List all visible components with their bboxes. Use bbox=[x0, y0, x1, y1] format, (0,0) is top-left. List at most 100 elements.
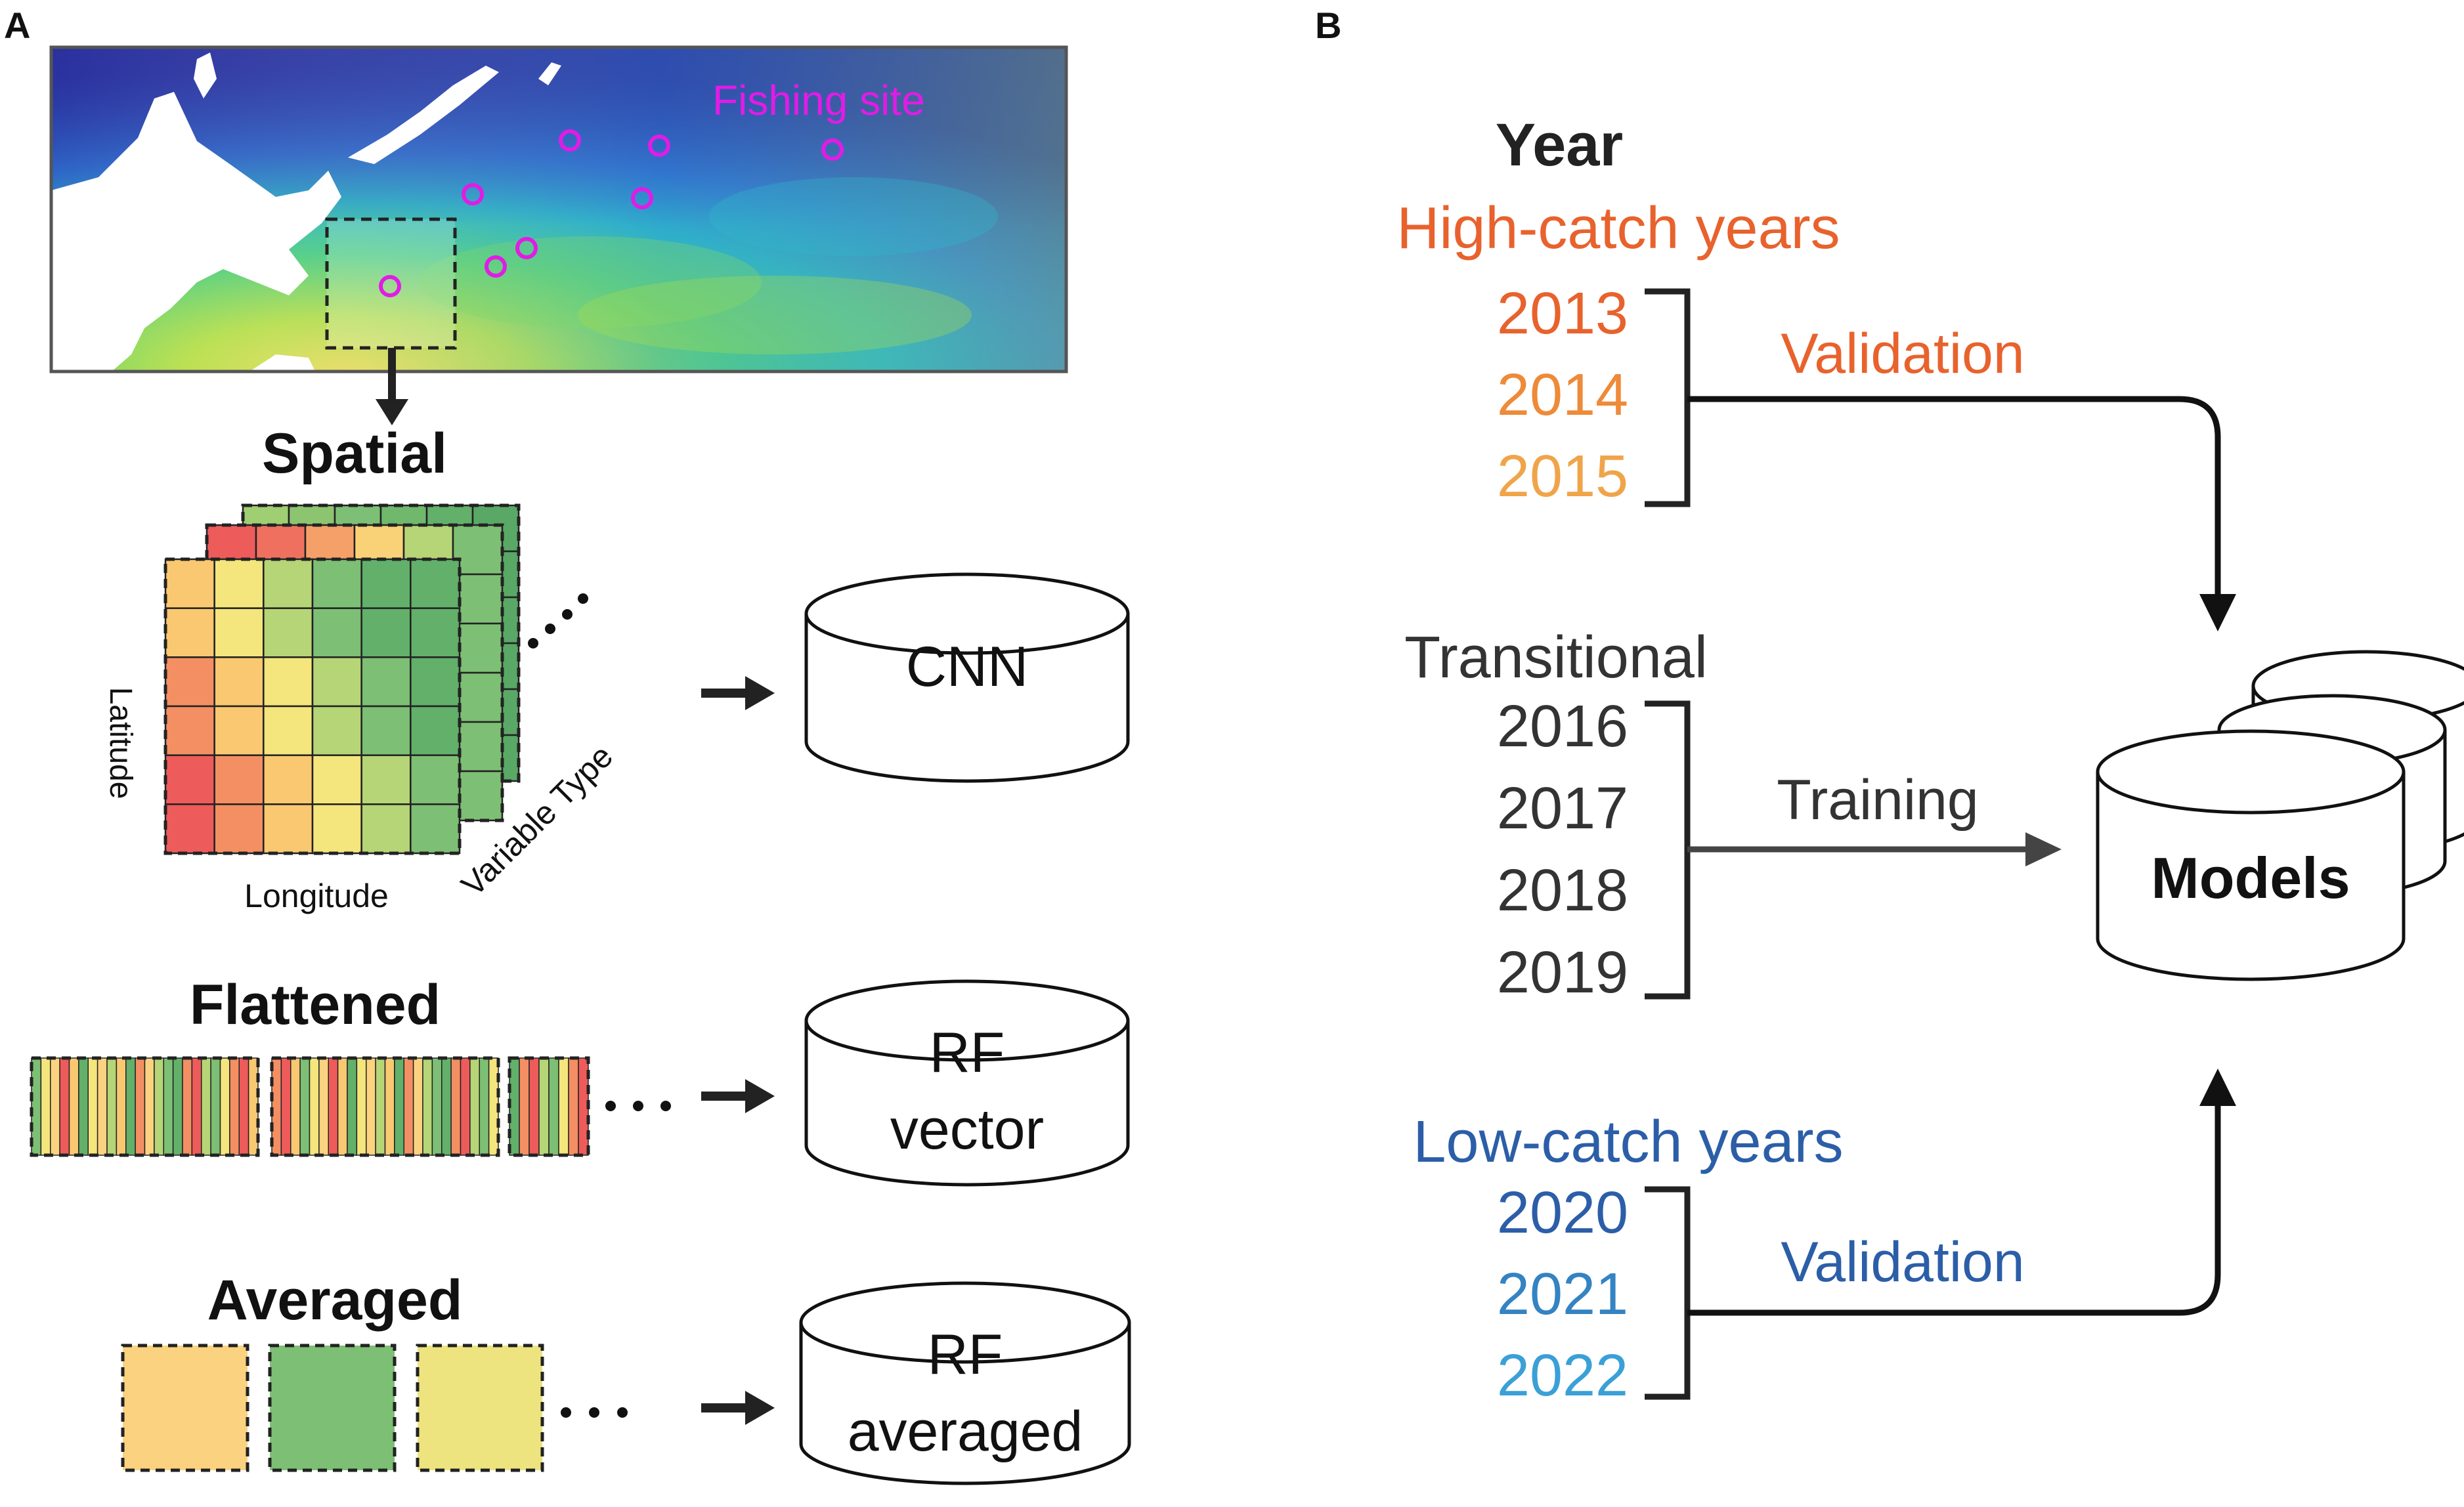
transitional-year: 2019 bbox=[1497, 940, 1628, 1006]
flattened-cell bbox=[394, 1057, 404, 1156]
grid-cell bbox=[410, 607, 461, 658]
flattened-cell bbox=[182, 1057, 193, 1156]
flattened-cell bbox=[558, 1057, 569, 1156]
low-catch-year: 2020 bbox=[1497, 1180, 1628, 1246]
flattened-cell bbox=[548, 1057, 559, 1156]
high-catch-year: 2014 bbox=[1497, 362, 1628, 428]
grid-cell bbox=[311, 754, 362, 805]
flattened-cell bbox=[538, 1057, 550, 1156]
low-catch-heading: Low-catch years bbox=[1413, 1109, 1843, 1175]
rf-averaged-line2: averaged bbox=[848, 1400, 1083, 1463]
flattened-cell bbox=[163, 1057, 174, 1156]
flattened-cell bbox=[229, 1057, 240, 1156]
grid-cell bbox=[164, 705, 215, 756]
flattened-cell bbox=[479, 1057, 490, 1156]
grid-cell bbox=[213, 803, 265, 855]
grid-cell bbox=[263, 754, 314, 805]
flattened-cell bbox=[238, 1057, 249, 1156]
down-arrow-head bbox=[376, 399, 408, 425]
grid-layer-border bbox=[163, 557, 462, 855]
flattened-cell bbox=[375, 1057, 386, 1156]
flattened-cell bbox=[337, 1057, 348, 1156]
grid-cell bbox=[164, 656, 215, 708]
flattened-cell bbox=[431, 1057, 443, 1156]
models-cylinder-stack: Models bbox=[2096, 650, 2464, 981]
arrow-to-rf-averaged bbox=[701, 1391, 775, 1425]
grid-cell bbox=[213, 754, 265, 805]
fishing-site-marker bbox=[821, 138, 844, 161]
flattened-cell bbox=[568, 1057, 579, 1156]
spatial-grid-stack bbox=[163, 503, 521, 855]
flattened-cell bbox=[191, 1057, 202, 1156]
flattened-cell bbox=[347, 1057, 358, 1156]
flattened-cell bbox=[280, 1057, 292, 1156]
grid-layer-border bbox=[241, 503, 521, 783]
transitional-year: 2018 bbox=[1497, 858, 1628, 923]
fishing-site-marker bbox=[462, 183, 484, 205]
fishing-site-marker bbox=[631, 187, 653, 209]
high-catch-arrow-label: Validation bbox=[1781, 322, 2024, 385]
averaged-swatches bbox=[121, 1344, 544, 1472]
flattened-cell bbox=[441, 1057, 452, 1156]
grid-cell bbox=[360, 803, 412, 855]
transitional-year: 2017 bbox=[1497, 776, 1628, 841]
flattened-cell bbox=[412, 1057, 423, 1156]
grid-cell bbox=[311, 705, 362, 756]
flattened-cell bbox=[318, 1057, 329, 1156]
low-catch-validation-arrow bbox=[1687, 1103, 2221, 1316]
flattened-cell bbox=[154, 1057, 164, 1156]
grid-cell bbox=[410, 705, 461, 756]
arrow-to-cnn bbox=[701, 676, 775, 710]
flattened-cell bbox=[135, 1057, 146, 1156]
flattened-cell bbox=[50, 1057, 60, 1156]
flattened-cell bbox=[59, 1057, 70, 1156]
grid-cell bbox=[263, 705, 314, 756]
flattened-cell bbox=[78, 1057, 89, 1156]
landmass bbox=[51, 92, 341, 371]
grid-cell bbox=[452, 524, 504, 576]
flattened-strip-border bbox=[270, 1056, 500, 1157]
selection-box bbox=[325, 217, 457, 350]
flattened-cell bbox=[469, 1057, 480, 1156]
arrow-to-rf-vector bbox=[701, 1079, 775, 1113]
averaged-ellipsis bbox=[561, 1407, 628, 1418]
grid-cell bbox=[263, 607, 314, 658]
rf-averaged-cylinder: RF averaged bbox=[799, 1281, 1131, 1485]
rf-averaged-line1: RF bbox=[928, 1323, 1003, 1386]
grid-cell bbox=[311, 803, 362, 855]
year-heading: Year bbox=[1496, 112, 1623, 179]
cnn-label: CNN bbox=[906, 635, 1028, 698]
grid-cell bbox=[213, 705, 265, 756]
flattened-cell bbox=[219, 1057, 230, 1156]
flattened-cell bbox=[450, 1057, 462, 1156]
flattened-cell bbox=[403, 1057, 414, 1156]
flattened-cell bbox=[106, 1057, 118, 1156]
panel-a-label: A bbox=[4, 5, 30, 46]
grid-cell bbox=[164, 558, 215, 609]
rf-vector-line2: vector bbox=[890, 1098, 1044, 1161]
grid-cell bbox=[263, 558, 314, 609]
models-label: Models bbox=[2151, 845, 2350, 910]
training-label: Training bbox=[1777, 769, 1979, 832]
flattened-cell bbox=[97, 1057, 108, 1156]
flattened-cell bbox=[210, 1057, 221, 1156]
fishing-site-marker bbox=[485, 255, 507, 278]
transitional-heading: Transitional bbox=[1404, 625, 1708, 690]
grid-cell bbox=[452, 721, 504, 773]
grid-cell bbox=[311, 558, 362, 609]
fishing-site-marker bbox=[648, 135, 670, 157]
flattened-strip-border bbox=[30, 1056, 260, 1157]
flattened-cell bbox=[87, 1057, 98, 1156]
grid-cell bbox=[360, 607, 412, 658]
flattened-cell bbox=[172, 1057, 183, 1156]
grid-cell bbox=[410, 656, 461, 708]
fishing-sites bbox=[379, 129, 844, 297]
flattened-cell bbox=[40, 1057, 51, 1156]
flattened-strip-border bbox=[508, 1056, 590, 1157]
rf-vector-cylinder: RF vector bbox=[804, 979, 1130, 1187]
flattened-cell bbox=[290, 1057, 301, 1156]
